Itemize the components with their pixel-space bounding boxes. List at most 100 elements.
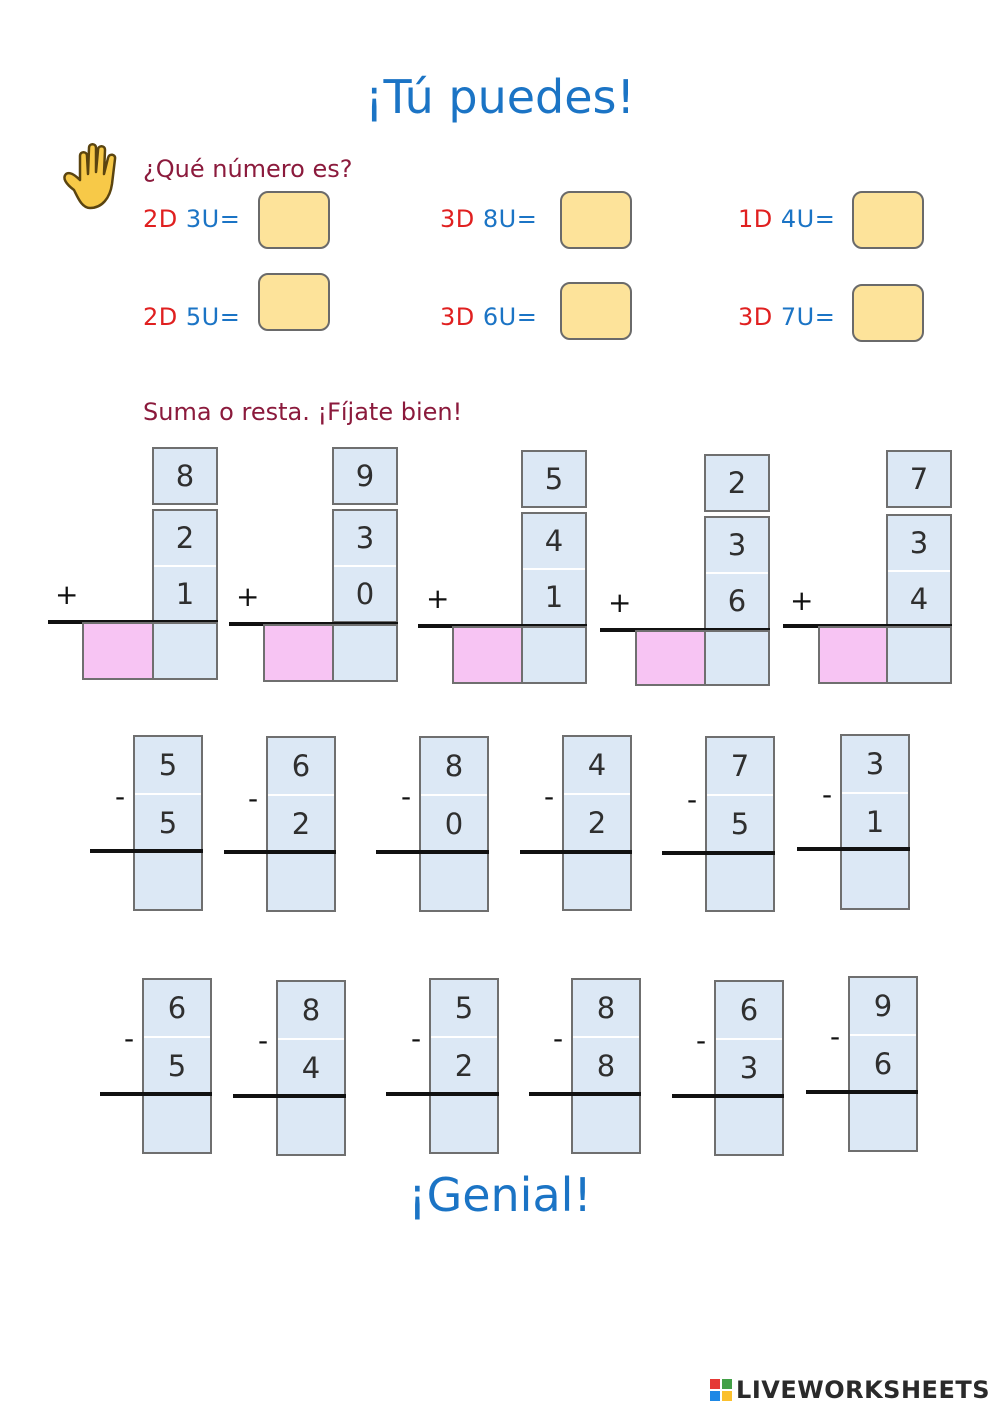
digit: 1 <box>175 576 195 611</box>
digit-cell: 9 <box>332 447 398 505</box>
digit: 7 <box>730 749 750 783</box>
digit: 3 <box>739 1051 759 1085</box>
subtraction-column: 3 1 <box>840 734 910 910</box>
logo-text: LIVEWORKSHEETS <box>736 1376 990 1404</box>
answer-cell[interactable] <box>842 851 908 907</box>
answer-cell[interactable] <box>268 854 334 910</box>
answer-tens-cell[interactable] <box>818 626 888 684</box>
plus-sign: + <box>608 586 632 619</box>
digit: 6 <box>167 991 187 1025</box>
plus-sign: + <box>426 582 450 615</box>
digit: 8 <box>301 993 321 1027</box>
digit: 0 <box>355 576 375 611</box>
digit-cell: 2 <box>704 454 770 512</box>
digit-column: 3 4 <box>886 514 952 628</box>
subtraction-column: 4 2 <box>562 735 632 911</box>
digit: 1 <box>544 579 564 614</box>
minus-sign: - <box>411 1022 422 1055</box>
answer-tens-cell[interactable] <box>635 630 706 686</box>
answer-box[interactable] <box>560 282 632 340</box>
place-value-label: 1D 4U= <box>738 205 836 233</box>
digit-cell: 5 <box>521 450 587 508</box>
answer-cell[interactable] <box>278 1098 344 1154</box>
digit-column: 4 1 <box>521 512 587 626</box>
difference-rule <box>662 851 775 855</box>
logo-mark-icon <box>710 1379 733 1401</box>
instruction-add-subtract: Suma o resta. ¡Fíjate bien! <box>143 398 463 426</box>
answer-units-cell[interactable] <box>886 626 952 684</box>
digit: 3 <box>355 521 375 556</box>
digit: 5 <box>167 1049 187 1083</box>
difference-rule <box>224 850 336 854</box>
subtraction-column: 8 0 <box>419 736 489 912</box>
answer-cell[interactable] <box>135 853 201 909</box>
answer-box[interactable] <box>852 284 924 342</box>
answer-cell[interactable] <box>421 854 487 910</box>
plus-sign: + <box>790 584 814 617</box>
digit: 3 <box>865 747 885 781</box>
answer-cell[interactable] <box>431 1096 497 1152</box>
subtraction-column: 7 5 <box>705 736 775 912</box>
answer-box[interactable] <box>258 273 330 331</box>
answer-box[interactable] <box>852 191 924 249</box>
instruction-what-number: ¿Qué número es? <box>143 155 353 183</box>
answer-cell[interactable] <box>716 1098 782 1154</box>
digit-column: 3 0 <box>332 509 398 623</box>
answer-units-cell[interactable] <box>332 624 398 682</box>
minus-sign: - <box>401 780 412 813</box>
difference-rule <box>797 847 910 851</box>
digit: 3 <box>909 526 929 561</box>
digit: 4 <box>587 748 607 782</box>
subtraction-column: 9 6 <box>848 976 918 1152</box>
minus-sign: - <box>258 1024 269 1057</box>
difference-rule <box>90 849 203 853</box>
digit: 6 <box>291 749 311 783</box>
difference-rule <box>806 1090 918 1094</box>
digit: 6 <box>739 993 759 1027</box>
minus-sign: - <box>822 778 833 811</box>
place-value-label: 3D 8U= <box>440 205 538 233</box>
subtraction-column: 8 4 <box>276 980 346 1156</box>
footer-message: ¡Genial! <box>408 1168 592 1222</box>
answer-cell[interactable] <box>564 854 630 910</box>
subtraction-column: 6 5 <box>142 978 212 1154</box>
answer-tens-cell[interactable] <box>263 624 334 682</box>
digit: 2 <box>291 807 311 841</box>
digit: 0 <box>444 807 464 841</box>
plus-sign: + <box>55 578 79 611</box>
answer-cell[interactable] <box>850 1094 916 1150</box>
answer-tens-cell[interactable] <box>82 622 154 680</box>
digit: 8 <box>596 1049 616 1083</box>
answer-tens-cell[interactable] <box>452 626 523 684</box>
answer-units-cell[interactable] <box>521 626 587 684</box>
difference-rule <box>233 1094 346 1098</box>
difference-rule <box>376 850 489 854</box>
answer-box[interactable] <box>258 191 330 249</box>
digit: 6 <box>727 583 747 618</box>
digit: 8 <box>444 749 464 783</box>
answer-units-cell[interactable] <box>704 630 770 686</box>
difference-rule <box>529 1092 641 1096</box>
answer-cell[interactable] <box>144 1096 210 1152</box>
subtraction-column: 6 3 <box>714 980 784 1156</box>
digit-column: 2 1 <box>152 509 218 623</box>
digit: 4 <box>909 581 929 616</box>
answer-cell[interactable] <box>573 1096 639 1152</box>
place-value-label: 3D 7U= <box>738 303 836 331</box>
digit: 2 <box>175 521 195 556</box>
subtraction-column: 8 8 <box>571 978 641 1154</box>
minus-sign: - <box>124 1022 135 1055</box>
digit: 5 <box>158 806 178 840</box>
answer-box[interactable] <box>560 191 632 249</box>
liveworksheets-logo: LIVEWORKSHEETS <box>710 1376 990 1404</box>
minus-sign: - <box>115 780 126 813</box>
difference-rule <box>672 1094 784 1098</box>
place-value-label: 2D 5U= <box>143 303 241 331</box>
digit: 9 <box>873 989 893 1023</box>
digit: 6 <box>873 1047 893 1081</box>
answer-cell[interactable] <box>707 855 773 911</box>
digit: 3 <box>727 528 747 563</box>
answer-units-cell[interactable] <box>152 622 218 680</box>
minus-sign: - <box>553 1022 564 1055</box>
plus-sign: + <box>236 580 260 613</box>
